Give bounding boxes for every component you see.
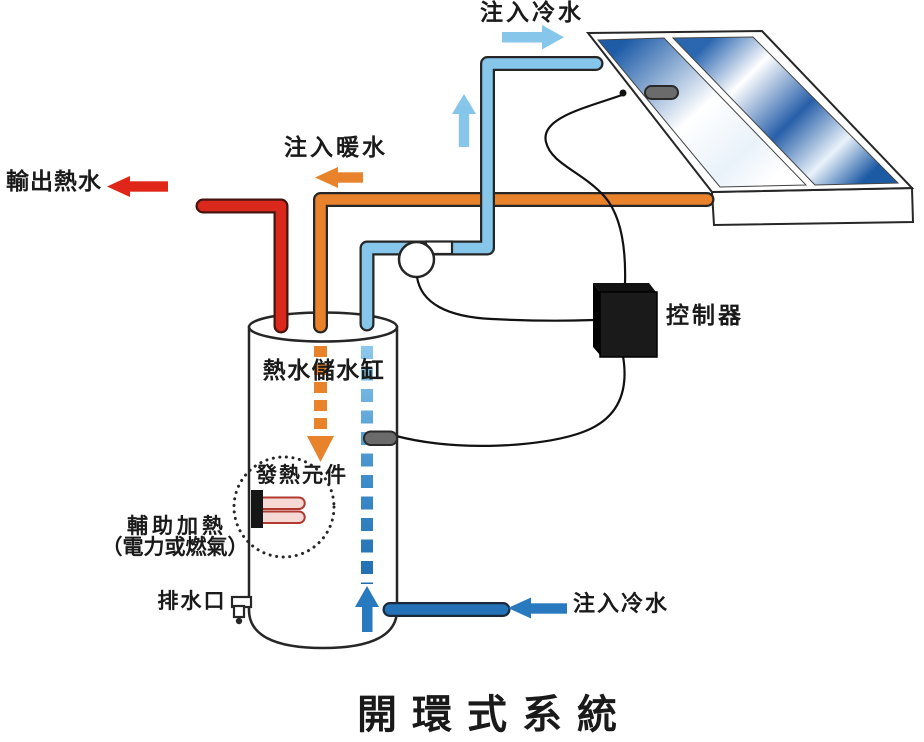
flow-up-arrow [452,94,476,147]
warm-in-arrow [315,167,363,188]
sensor-wire-panel [544,93,627,285]
heating-element-coil [251,490,306,528]
sensor-wire-tank [395,355,626,447]
cold-water-supply-pipe [359,56,604,332]
tank-up-arrow [355,586,379,632]
cold-in-arrow-top [502,25,564,50]
warm-water-pipe [313,192,715,334]
auxiliary-heating-circle [232,455,336,559]
drain-tap-icon [230,595,253,625]
label-drain-outlet: 排水口 [157,588,227,613]
label-heating-element: 發熱元件 [256,462,348,487]
label-inject-cold-water-bottom: 注入冷水 [572,591,669,617]
hot-water-pipe [195,198,289,334]
panel-sensor [644,85,679,100]
warm-down-dashed-arrow [307,346,334,462]
tank-sensor [363,430,398,446]
label-controller: 控制器 [666,302,744,329]
controller-box [593,283,658,358]
label-auxiliary-heating-line2: （電力或燃氣） [101,534,249,559]
label-auxiliary-heating-line1: 輔助加熱 [127,513,227,538]
label-output-hot-water: 輸出熱水 [6,168,102,195]
cold-in-arrow-bottom [508,597,567,619]
pump-wire [415,276,595,322]
hot-out-arrow [107,176,168,197]
label-inject-cold-water-top: 注入冷水 [480,0,584,26]
diagram-title: 開環式系統 [357,691,632,738]
circulation-pump [397,240,454,279]
label-hot-water-storage-tank: 熱水儲水缸 [262,357,386,384]
panel-wire-node [619,89,627,97]
label-inject-warm-water: 注入暖水 [284,134,388,161]
solar-panel [585,29,915,227]
